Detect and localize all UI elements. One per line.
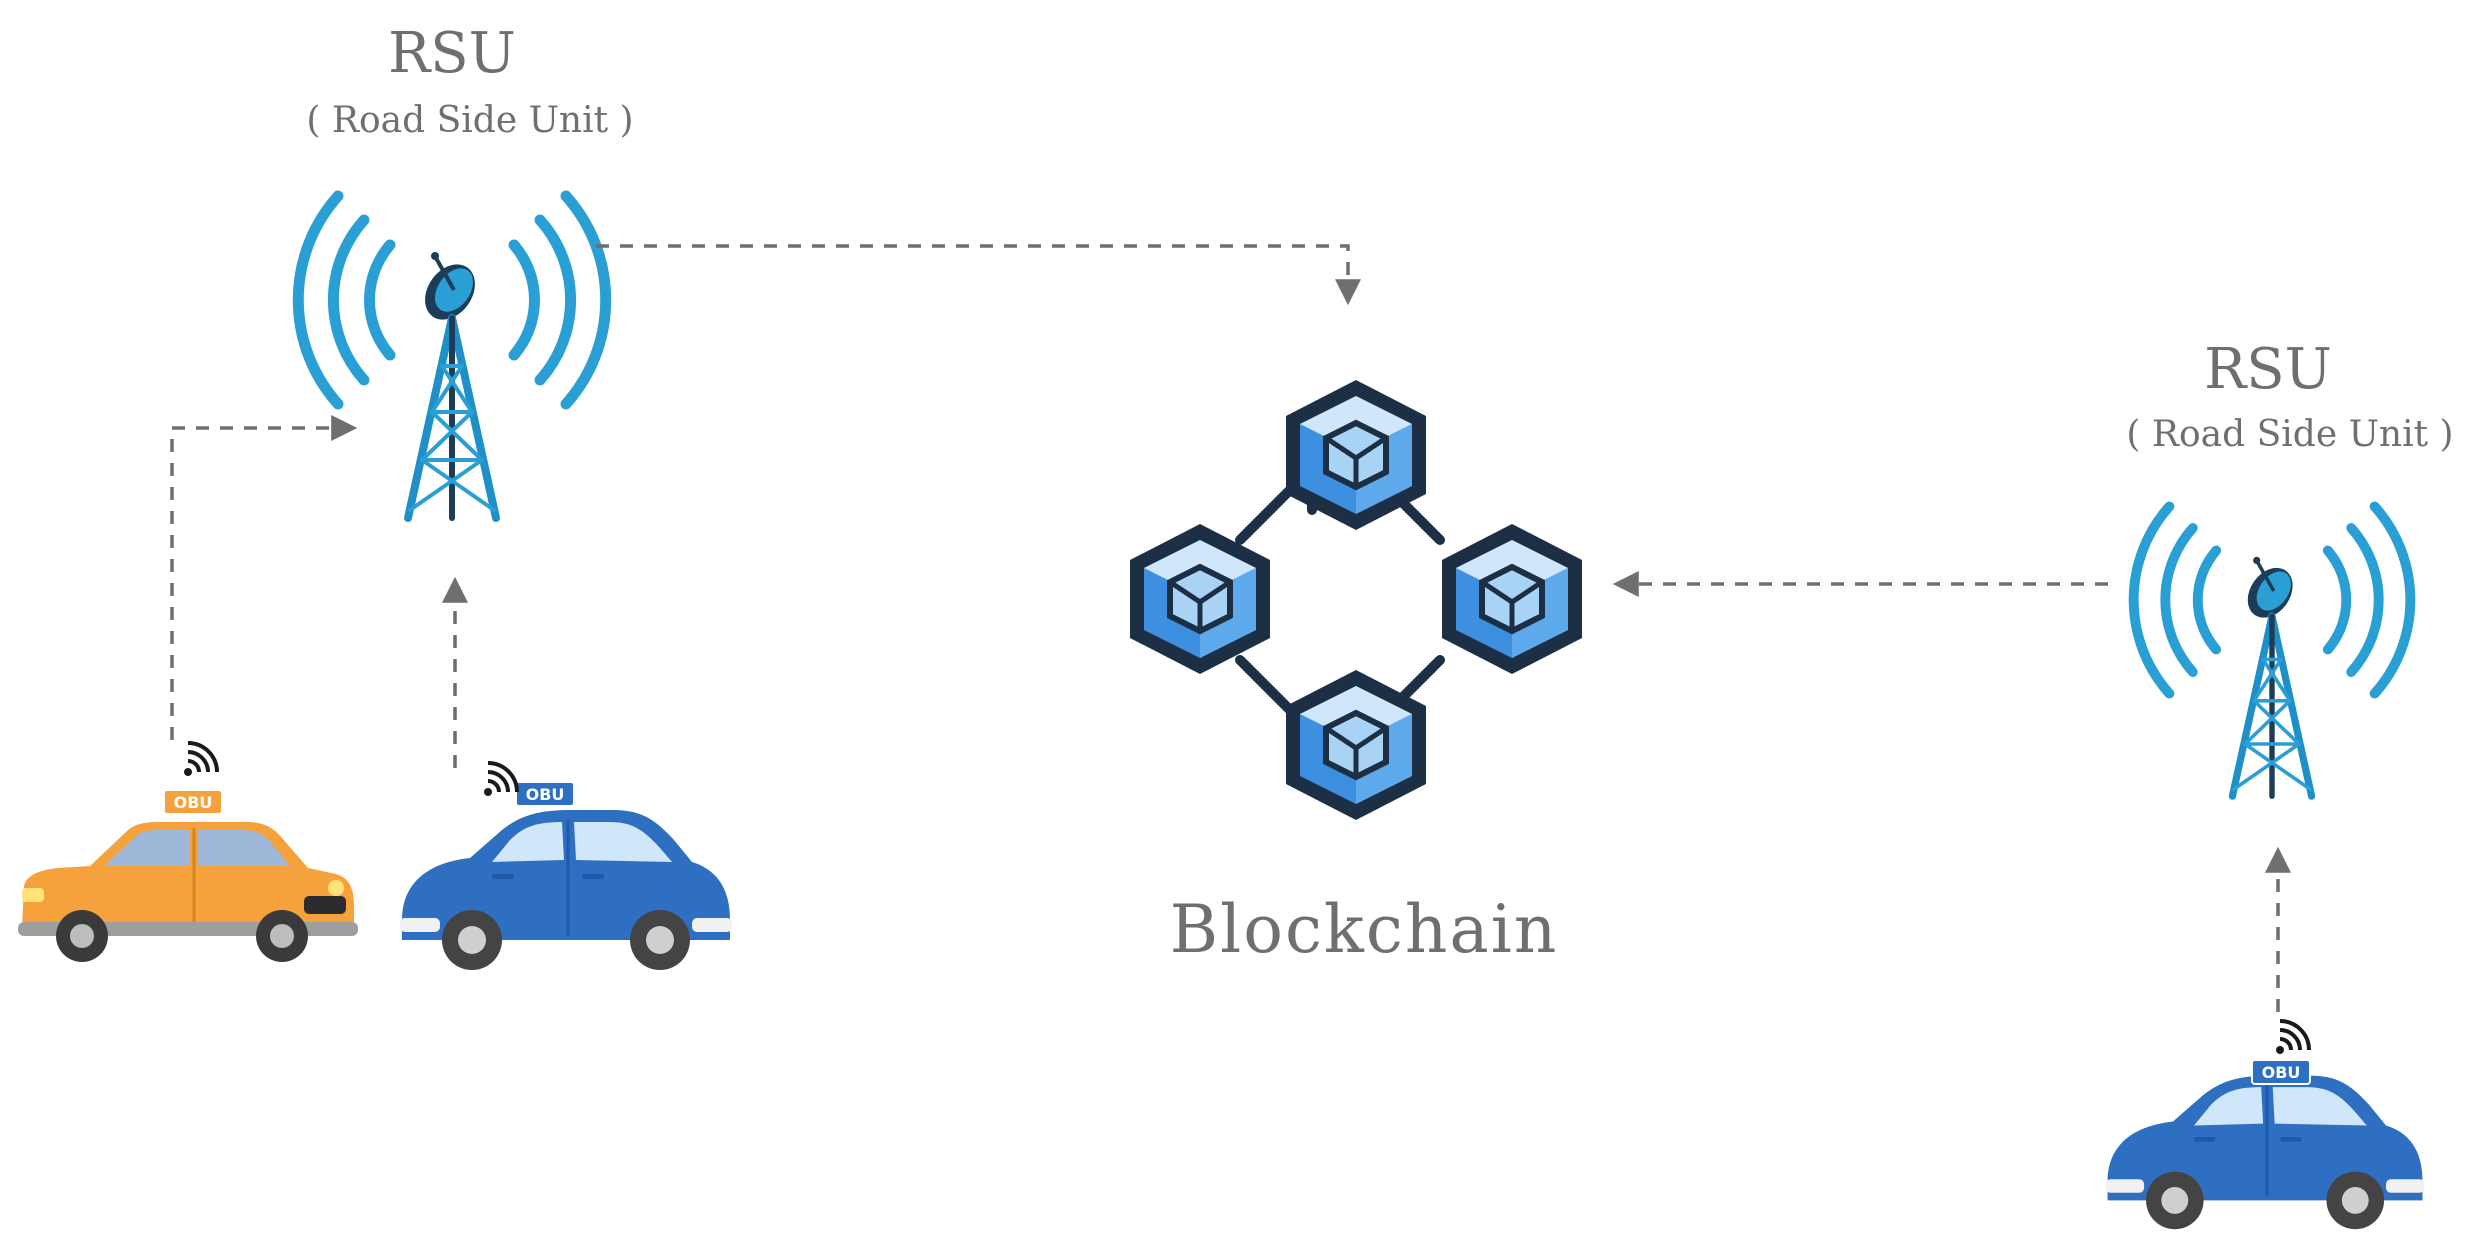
blue-car-left-obu-badge: OBU xyxy=(515,781,575,807)
blue-car-right-obu-badge: OBU xyxy=(2251,1059,2311,1085)
rsu-left-title: RSU xyxy=(388,21,516,86)
orange-car-wifi-icon xyxy=(182,741,219,778)
blue-car-left-icon xyxy=(398,808,734,972)
rsu-right-subtitle: ( Road Side Unit ) xyxy=(2126,414,2453,455)
blue-car-right-wifi-icon xyxy=(2274,1019,2311,1056)
svg-text:OBU: OBU xyxy=(174,793,213,812)
rsu-left-subtitle: ( Road Side Unit ) xyxy=(306,100,633,141)
blockchain-label: Blockchain xyxy=(1170,891,1559,968)
block-left-icon xyxy=(1130,524,1270,674)
arrow-rsu-left-to-blockchain xyxy=(596,244,1361,306)
block-right-icon xyxy=(1442,524,1582,674)
svg-text:OBU: OBU xyxy=(2262,1063,2301,1082)
orange-car-obu-badge: OBU xyxy=(163,789,223,815)
blockchain-network-icon xyxy=(1130,380,1582,820)
arrow-orange-car-to-rsu-left xyxy=(170,415,358,740)
rsu-left-tower-icon xyxy=(298,196,605,518)
rsu-right-title: RSU xyxy=(2204,337,2332,402)
blue-car-right-icon xyxy=(2104,1074,2426,1231)
blue-car-left-wifi-icon xyxy=(482,761,519,798)
svg-text:OBU: OBU xyxy=(526,785,565,804)
orange-car-icon xyxy=(16,820,360,964)
rsu-right-tower-icon xyxy=(2134,506,2411,796)
